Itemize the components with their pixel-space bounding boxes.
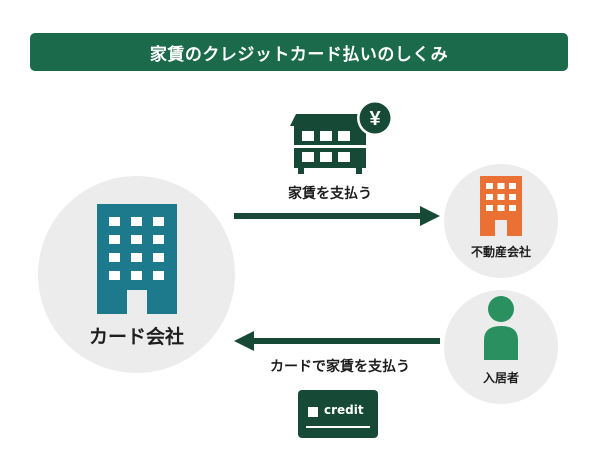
apartment-icon [290,114,368,174]
yen-symbol: ¥ [369,108,381,130]
office-building-icon [97,204,177,314]
card-text: credit [324,403,364,417]
person-icon [484,296,518,360]
card-company-label: カード会社 [88,326,184,348]
arrow-left-icon [234,331,440,351]
flow-label-card-payment: カードで家賃を支払う [270,359,410,375]
diagram-title: 家賃のクレジットカード払いのしくみ [30,33,568,71]
credit-card-icon: credit [298,390,378,438]
arrow-right-icon [234,206,440,226]
yen-badge-icon: ¥ [357,100,393,136]
card-chip-square [308,407,318,417]
tenant-label: 入居者 [482,371,519,385]
real-estate-label: 不動産会社 [470,245,531,259]
card-stripe [306,426,370,428]
flow-label-rent-payment: 家賃を支払う [288,186,372,202]
company-building-icon [480,176,522,236]
